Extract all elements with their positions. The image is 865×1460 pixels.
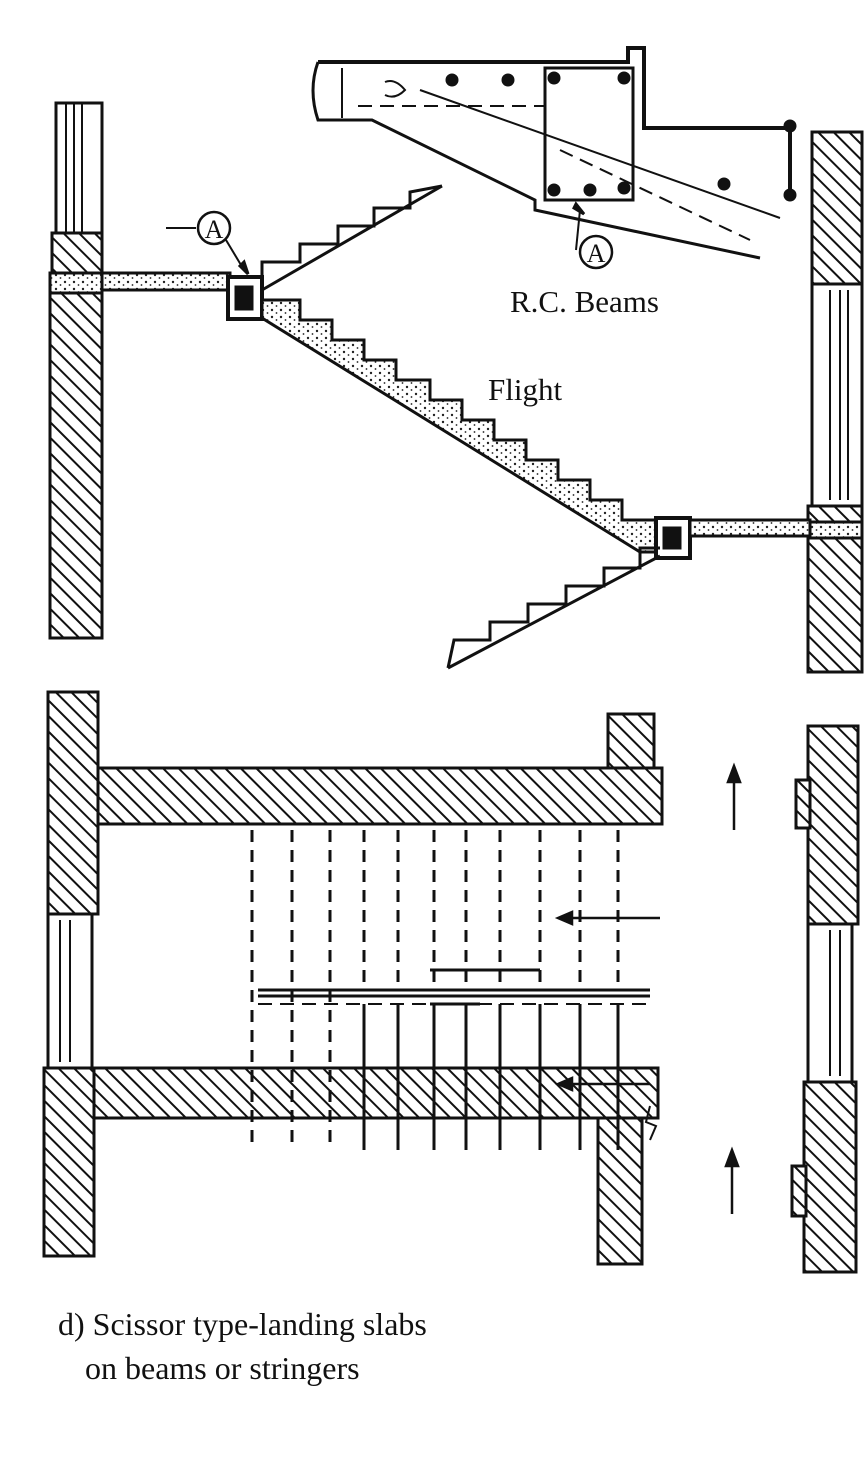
left-wall <box>48 101 104 640</box>
plan-right-wall <box>790 724 860 1274</box>
flight-label: Flight <box>488 372 562 407</box>
lower-landing-slab <box>688 518 812 538</box>
plan-treads-lower <box>362 968 620 1150</box>
main-flight <box>260 298 664 554</box>
landing-beam-upper <box>226 275 264 321</box>
landing-beam-lower <box>654 516 692 560</box>
figure-caption: d) Scissor type-landing slabs on beams o… <box>58 1302 427 1390</box>
upper-landing-slab <box>100 271 232 292</box>
up-arrow-upper <box>726 762 742 830</box>
plan-left-wall <box>42 690 100 1258</box>
marker-a-left <box>166 210 250 276</box>
rc-beams-label: R.C. Beams <box>510 284 659 319</box>
section-view <box>48 46 864 674</box>
plan-view <box>42 690 860 1274</box>
caption-line-1: d) Scissor type-landing slabs <box>58 1306 427 1342</box>
right-wall <box>806 130 864 674</box>
upper-flight <box>260 184 443 290</box>
marker-a-beam-label: A <box>587 239 606 268</box>
caption-line-2: on beams or stringers <box>85 1350 360 1386</box>
plan-landing-divider <box>258 988 650 1005</box>
up-arrow-lower <box>724 1146 740 1214</box>
marker-a-beam <box>572 201 614 270</box>
plan-top-wall <box>96 766 664 826</box>
plan-direction-arrows <box>554 910 660 1141</box>
rc-beam-detail <box>311 46 797 260</box>
plan-top-pier <box>606 712 656 770</box>
plan-bottom-pier <box>596 1116 644 1266</box>
marker-a-left-label: A <box>205 215 224 244</box>
plan-bottom-wall <box>92 1066 660 1120</box>
